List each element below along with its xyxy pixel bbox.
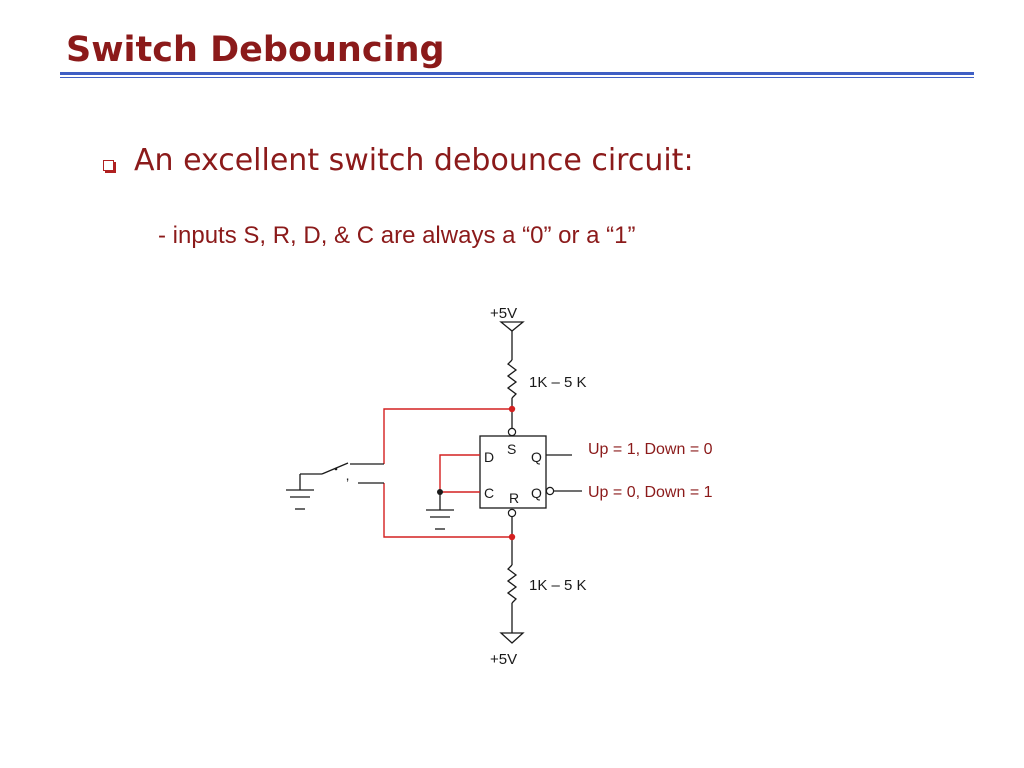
bullet-square-icon [103, 160, 114, 171]
supply-top-arrow [499, 321, 525, 332]
pin-r-bubble [507, 508, 517, 518]
slide-title: Switch Debouncing [66, 30, 445, 70]
flip-flop-box [479, 435, 547, 509]
resistor-bottom-label: 1K – 5 K [529, 577, 587, 594]
supply-bottom-arrow [499, 632, 525, 644]
pin-c-label: C [484, 485, 494, 501]
resistor-top [506, 359, 518, 399]
supply-bottom-label: +5V [490, 651, 517, 668]
resistor-bottom [506, 564, 518, 604]
pin-s-label: S [507, 441, 516, 457]
red-wire-bottom [383, 483, 512, 538]
switch-contact [334, 467, 338, 471]
supply-top-label: +5V [490, 305, 517, 322]
output-qbar-label: Up = 0, Down = 1 [588, 484, 713, 501]
title-underline [60, 72, 974, 75]
title-underline-thin [60, 77, 974, 78]
pin-d-label: D [484, 449, 494, 465]
resistor-top-label: 1K – 5 K [529, 374, 587, 391]
red-wire-top [383, 408, 512, 464]
red-wire-d-input [439, 454, 480, 492]
pin-qbar-bubble [545, 486, 555, 496]
pin-s-bubble [507, 427, 517, 437]
pin-r-label: R [509, 490, 519, 506]
pin-q-label: Q [531, 449, 542, 465]
node-bottom [508, 533, 516, 541]
switch-mark: ’ [346, 475, 349, 491]
node-top [508, 405, 516, 413]
output-q-label: Up = 1, Down = 0 [588, 441, 713, 458]
bullet-text: An excellent switch debounce circuit: [134, 143, 694, 178]
pin-qbar-label: Q [531, 485, 542, 501]
sub-point-text: - inputs S, R, D, & C are always a “0” o… [158, 222, 636, 249]
